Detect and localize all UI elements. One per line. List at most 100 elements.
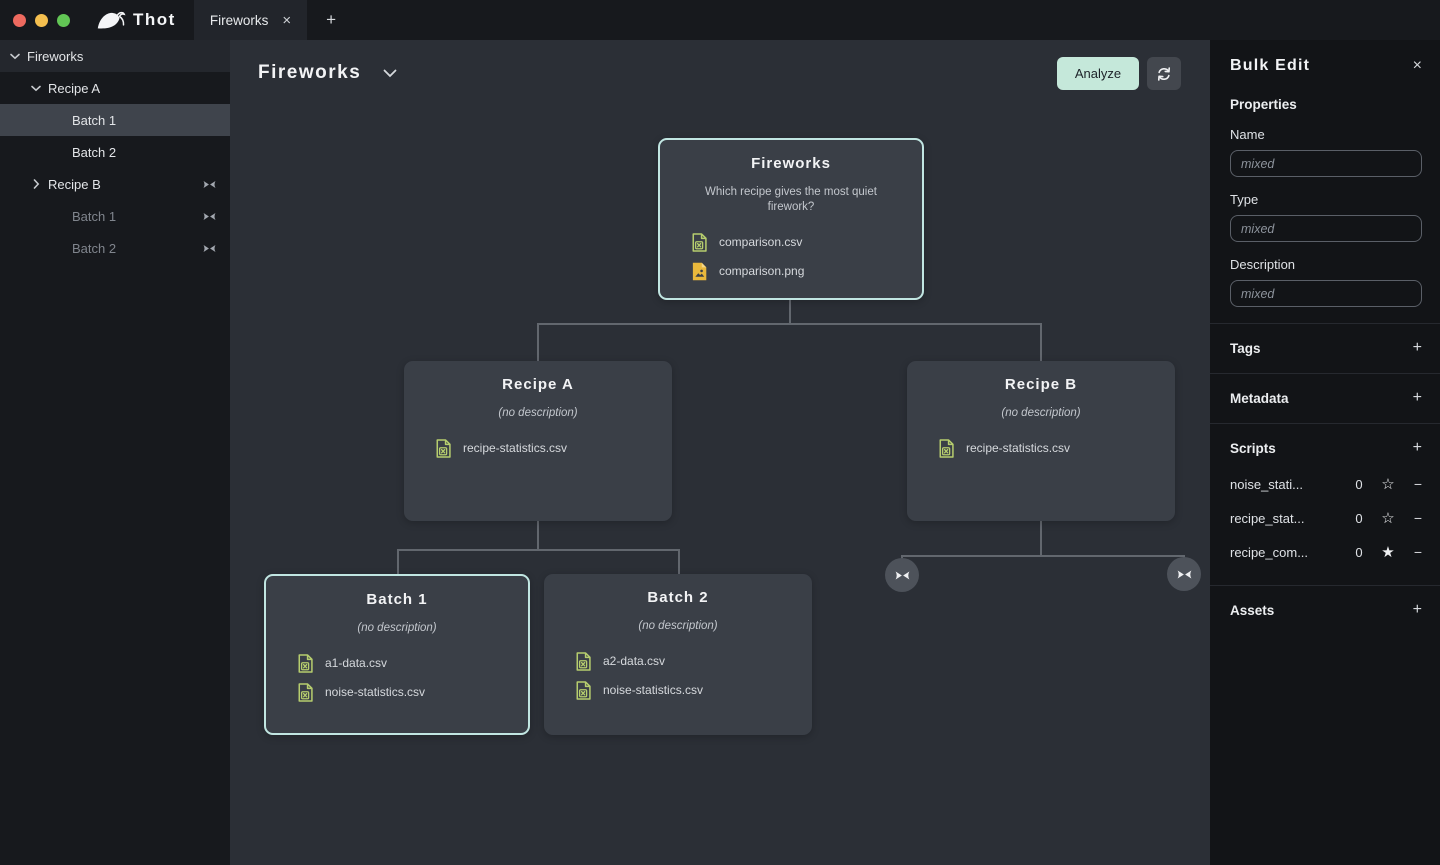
node-description: (no description) (357, 622, 437, 634)
node-title: Batch 1 (366, 591, 428, 608)
app-name: Thot (133, 10, 176, 29)
sidebar-item-label: Fireworks (27, 48, 84, 64)
remove-script-icon[interactable]: − (1413, 510, 1422, 526)
star-filled-icon[interactable]: ★ (1381, 544, 1395, 561)
edge-connector (537, 323, 1042, 325)
tab-fireworks[interactable]: Fireworks × (193, 0, 308, 40)
script-count: 0 (1355, 510, 1363, 526)
description-input[interactable] (1230, 280, 1422, 307)
file-item[interactable]: recipe-statistics.csv (907, 434, 1175, 463)
add-asset-button[interactable]: + (1412, 601, 1422, 618)
hidden-child-badge[interactable] (885, 558, 919, 592)
node-recipe-b[interactable]: Recipe B (no description) recipe-statist… (907, 361, 1175, 521)
file-item[interactable]: noise-statistics.csv (544, 676, 812, 705)
section-title-metadata: Metadata (1230, 390, 1289, 406)
project-dropdown-chevron-icon[interactable] (383, 69, 397, 78)
remove-script-icon[interactable]: − (1413, 476, 1422, 492)
title-bar: Thot Fireworks × + (0, 0, 1440, 40)
hidden-eye-icon[interactable] (202, 243, 217, 254)
tab-close-icon[interactable]: × (282, 11, 292, 29)
new-tab-button[interactable]: + (326, 10, 337, 29)
file-item[interactable]: comparison.csv (660, 228, 922, 257)
app-logo: Thot (80, 0, 194, 40)
section-title-tags: Tags (1230, 340, 1261, 356)
node-title: Recipe A (502, 376, 574, 393)
csv-file-icon (938, 439, 955, 458)
close-panel-icon[interactable]: × (1412, 57, 1422, 74)
description-label: Description (1230, 257, 1296, 272)
file-item[interactable]: a2-data.csv (544, 647, 812, 676)
type-input[interactable] (1230, 215, 1422, 242)
edge-connector (397, 549, 680, 551)
file-name: recipe-statistics.csv (966, 441, 1071, 456)
add-script-button[interactable]: + (1412, 439, 1422, 456)
edge-connector (537, 521, 539, 550)
sidebar-item-batch-2-hidden[interactable]: Batch 2 (0, 232, 230, 264)
type-label: Type (1230, 192, 1259, 207)
node-recipe-a[interactable]: Recipe A (no description) recipe-statist… (404, 361, 672, 521)
node-description: (no description) (1001, 407, 1081, 419)
script-name: recipe_com... (1230, 544, 1309, 560)
hidden-child-badge[interactable] (1167, 557, 1201, 591)
file-item[interactable]: recipe-statistics.csv (404, 434, 672, 463)
chevron-down-icon[interactable] (29, 85, 43, 92)
file-item[interactable]: a1-data.csv (266, 649, 528, 678)
sidebar-item-batch-1[interactable]: Batch 1 (0, 104, 230, 136)
edge-connector (1040, 323, 1042, 361)
canvas-header: Fireworks (258, 62, 397, 84)
file-item[interactable]: noise-statistics.csv (266, 678, 528, 707)
chevron-down-icon[interactable] (8, 53, 22, 60)
sidebar-item-label: Batch 1 (72, 208, 117, 224)
sidebar-item-label: Batch 2 (72, 144, 117, 160)
hidden-eye-icon[interactable] (202, 211, 217, 222)
sidebar-item-label: Recipe B (48, 176, 101, 192)
properties-section: Properties Name Type Description (1210, 75, 1440, 323)
zoom-window-button[interactable] (57, 13, 70, 27)
file-name: noise-statistics.csv (325, 685, 426, 700)
name-field-group: Name (1230, 127, 1422, 177)
script-row[interactable]: recipe_stat... 0 ☆ − (1230, 501, 1422, 535)
csv-file-icon (575, 652, 592, 671)
file-item[interactable]: comparison.png (660, 257, 922, 286)
add-tag-button[interactable]: + (1412, 339, 1422, 356)
sidebar-item-batch-1-hidden[interactable]: Batch 1 (0, 200, 230, 232)
section-title-properties: Properties (1230, 97, 1297, 112)
project-tree-sidebar: Fireworks Recipe A Batch 1 Batch 2 Recip… (0, 40, 230, 865)
csv-file-icon (297, 683, 314, 702)
node-fireworks[interactable]: Fireworks Which recipe gives the most qu… (658, 138, 924, 300)
file-name: comparison.csv (719, 235, 803, 250)
script-row[interactable]: noise_stati... 0 ☆ − (1230, 467, 1422, 501)
sidebar-item-recipe-b[interactable]: Recipe B (0, 168, 230, 200)
sidebar-item-recipe-a[interactable]: Recipe A (0, 72, 230, 104)
name-input[interactable] (1230, 150, 1422, 177)
sidebar-item-batch-2[interactable]: Batch 2 (0, 136, 230, 168)
node-title: Fireworks (751, 155, 831, 172)
thot-bird-icon (96, 8, 126, 32)
node-batch-2[interactable]: Batch 2 (no description) a2-data.csv (544, 574, 812, 735)
refresh-button[interactable] (1147, 57, 1181, 90)
edge-connector (678, 549, 680, 574)
remove-script-icon[interactable]: − (1413, 544, 1422, 560)
chevron-right-icon[interactable] (29, 179, 43, 189)
sidebar-item-fireworks[interactable]: Fireworks (0, 40, 230, 72)
close-window-button[interactable] (13, 13, 26, 27)
node-description: Which recipe gives the most quiet firewo… (705, 186, 877, 213)
add-metadata-button[interactable]: + (1412, 389, 1422, 406)
script-name: recipe_stat... (1230, 510, 1305, 526)
node-batch-1[interactable]: Batch 1 (no description) a1-data.csv (264, 574, 530, 735)
analyze-button[interactable]: Analyze (1057, 57, 1139, 90)
tab-label: Fireworks (209, 12, 269, 28)
type-field-group: Type (1230, 192, 1422, 242)
star-icon[interactable]: ☆ (1381, 510, 1395, 527)
graph-canvas[interactable]: Fireworks Analyze Fireworks Whi (230, 40, 1210, 865)
file-name: recipe-statistics.csv (463, 441, 568, 456)
hidden-eye-icon[interactable] (202, 179, 217, 190)
panel-title: Bulk Edit (1230, 57, 1311, 74)
script-row[interactable]: recipe_com... 0 ★ − (1230, 535, 1422, 569)
file-name: a1-data.csv (325, 656, 388, 671)
section-title-assets: Assets (1230, 602, 1275, 618)
star-icon[interactable]: ☆ (1381, 476, 1395, 493)
minimize-window-button[interactable] (35, 13, 48, 27)
edge-connector (789, 300, 791, 324)
sidebar-item-label: Batch 2 (72, 240, 117, 256)
